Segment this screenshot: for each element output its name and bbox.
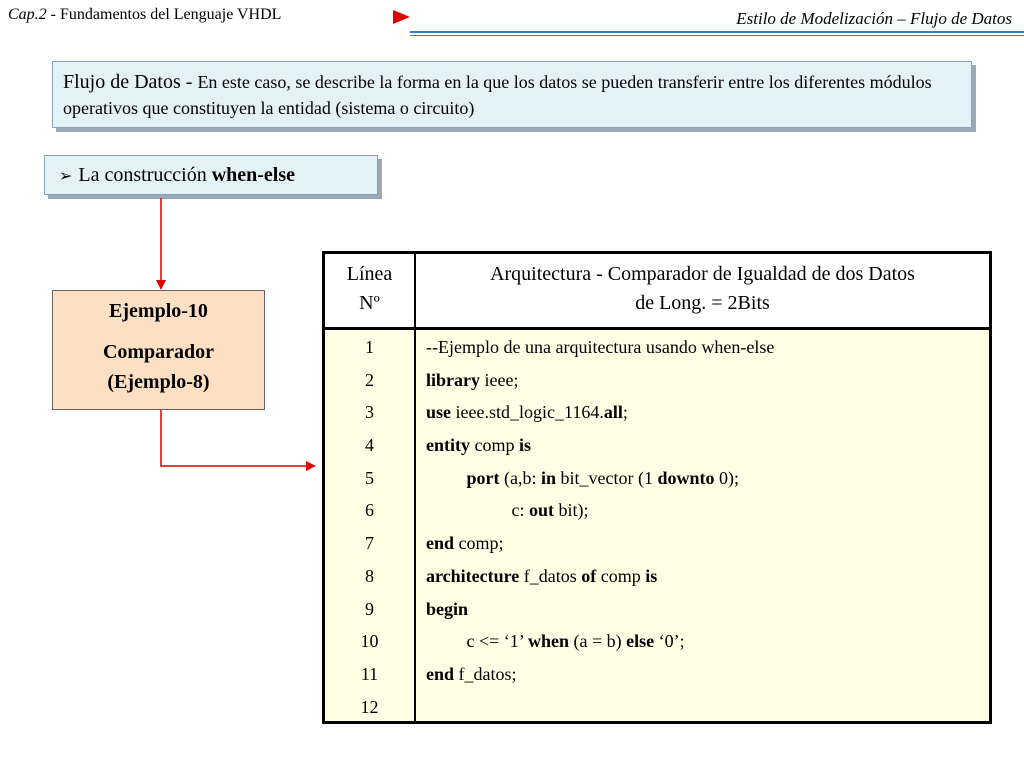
code-header-line1: Arquitectura - Comparador de Igualdad de…: [490, 263, 915, 285]
code-line: c <= ‘1’ when (a = b) else ‘0’;: [426, 630, 774, 663]
slide-topic: Estilo de Modelización – Flujo de Datos: [736, 9, 1012, 28]
code-line: use ieee.std_logic_1164.all;: [426, 401, 774, 434]
code-text: comp: [596, 565, 646, 586]
line-number: 11: [360, 663, 379, 684]
line-number: 8: [365, 565, 374, 586]
line-number: 12: [360, 696, 379, 717]
code-text: 0);: [714, 467, 739, 488]
code-text: --Ejemplo de una arquitectura usando whe…: [426, 337, 775, 357]
table-header: Línea Nº Arquitectura - Comparador de Ig…: [325, 254, 989, 330]
line-number: 1: [365, 337, 374, 357]
code-keyword: end: [426, 533, 455, 554]
code-text: ieee.std_logic_1164.: [451, 402, 604, 423]
column-divider: [414, 254, 416, 721]
line-number: 5: [365, 467, 374, 488]
code-keyword: downto: [657, 467, 715, 488]
line-number: 3: [365, 402, 374, 423]
code-lines: --Ejemplo de una arquitectura usando whe…: [426, 336, 774, 728]
header-left: Cap.2 - Fundamentos del Lenguaje VHDL: [8, 6, 281, 24]
code-line: port (a,b: in bit_vector (1 downto 0);: [426, 467, 774, 500]
code-text: f_datos;: [454, 663, 517, 684]
line-number: 4: [365, 435, 374, 456]
chapter-label: Cap.2: [8, 6, 47, 23]
header-rule: [410, 31, 1024, 33]
definition-text: En este caso, se describe la forma en la…: [63, 72, 932, 118]
code-keyword: end: [426, 663, 455, 684]
section-heading-box: ➢ La construcción when-else: [44, 155, 378, 195]
code-line: library ieee;: [426, 369, 774, 402]
code-keyword: all: [603, 402, 623, 423]
code-keyword: port: [466, 467, 500, 488]
code-keyword: when: [527, 631, 569, 652]
definition-term: Flujo de Datos -: [63, 71, 198, 93]
code-text: ieee;: [480, 369, 519, 390]
code-keyword: use: [426, 402, 452, 423]
code-text: [426, 468, 467, 488]
code-text: bit_vector (1: [556, 467, 658, 488]
code-table: Línea Nº Arquitectura - Comparador de Ig…: [322, 251, 992, 724]
code-text: bit);: [554, 500, 589, 521]
code-keyword: is: [519, 435, 532, 456]
code-keyword: out: [529, 500, 555, 521]
section-keyword: when-else: [211, 164, 296, 186]
line-number: 2: [365, 369, 374, 390]
chapter-subtitle: - Fundamentos del Lenguaje VHDL: [46, 6, 282, 23]
code-line: entity comp is: [426, 434, 774, 467]
line-number-header: Línea Nº: [325, 260, 414, 318]
example-line2: (Ejemplo-8): [107, 371, 210, 393]
line-number: 7: [365, 533, 374, 554]
code-keyword: begin: [426, 598, 469, 619]
line-number-header-line2: Nº: [359, 292, 380, 314]
code-keyword: is: [645, 565, 658, 586]
code-keyword: architecture: [426, 565, 520, 586]
definition-box: Flujo de Datos - En este caso, se descri…: [52, 61, 972, 128]
code-keyword: entity: [426, 435, 470, 456]
code-text: c:: [426, 500, 529, 521]
section-label: La construcción: [78, 164, 212, 186]
arrowhead-right-icon: [306, 461, 316, 471]
code-text: ‘0’;: [654, 631, 685, 652]
connector-line-right: [160, 410, 306, 467]
code-text: comp: [470, 435, 519, 456]
example-title: Ejemplo-10: [109, 300, 208, 322]
code-keyword: else: [626, 631, 655, 652]
example-line1: Comparador: [102, 341, 215, 363]
code-text: (a = b): [568, 631, 627, 652]
flag-icon: [393, 10, 410, 24]
code-keyword: in: [540, 467, 556, 488]
code-line: --Ejemplo de una arquitectura usando whe…: [426, 336, 774, 369]
code-text: f_datos: [519, 565, 582, 586]
line-number: 6: [365, 500, 374, 521]
code-line: c: out bit);: [426, 499, 774, 532]
code-text: ;: [622, 402, 628, 423]
code-header: Arquitectura - Comparador de Igualdad de…: [416, 260, 989, 318]
code-header-line2: de Long. = 2Bits: [635, 292, 770, 314]
code-line: [426, 696, 774, 729]
line-number-header-line1: Línea: [346, 263, 393, 285]
code-keyword: library: [426, 369, 480, 390]
code-line: end f_datos;: [426, 663, 774, 696]
code-line: architecture f_datos of comp is: [426, 565, 774, 598]
code-line: begin: [426, 598, 774, 631]
arrowhead-down-icon: [156, 280, 166, 290]
arrow-bullet-icon: ➢: [59, 168, 73, 185]
example-box: Ejemplo-10 Comparador (Ejemplo-8): [52, 290, 265, 410]
line-number: 9: [365, 598, 374, 619]
code-line: end comp;: [426, 532, 774, 565]
header-rule-thin: [410, 35, 1024, 36]
line-number: 10: [360, 631, 379, 652]
code-keyword: of: [581, 565, 597, 586]
code-text: (a,b:: [499, 467, 541, 488]
code-text: comp;: [454, 533, 504, 554]
code-text: c <= ‘1’: [426, 631, 528, 652]
